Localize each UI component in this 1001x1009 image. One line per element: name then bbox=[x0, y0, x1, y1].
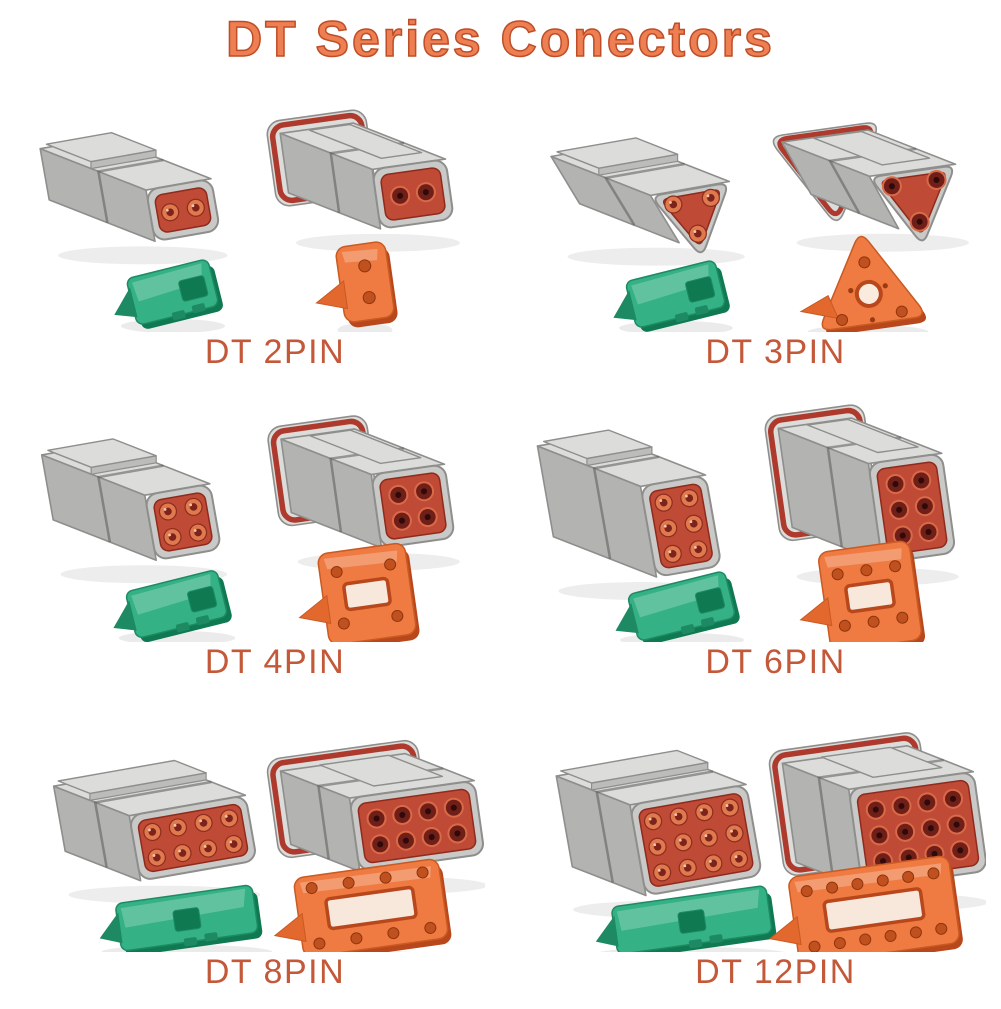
page-title: DT Series Conectors bbox=[225, 10, 775, 68]
product-cell-4pin: DT 4PIN bbox=[0, 380, 500, 690]
product-cell-3pin: DT 3PIN bbox=[500, 70, 1001, 380]
connector-kit-photo bbox=[554, 732, 986, 952]
product-label: DT 2PIN bbox=[204, 333, 346, 371]
connector-kit-photo bbox=[40, 415, 460, 642]
product-label: DT 12PIN bbox=[695, 953, 856, 991]
product-label: DT 8PIN bbox=[204, 953, 346, 991]
connector-kit-photo bbox=[536, 404, 959, 642]
product-cell-8pin: DT 8PIN bbox=[0, 690, 500, 1000]
product-collage: DT Series Conectors DT 2PIN DT 3PIN DT 4… bbox=[0, 8, 1001, 1009]
product-cell-6pin: DT 6PIN bbox=[500, 380, 1001, 690]
connector-kit-photo bbox=[52, 739, 485, 952]
product-label: DT 4PIN bbox=[204, 643, 346, 681]
product-cell-12pin: DT 12PIN bbox=[500, 690, 1001, 1000]
connector-kit-photo bbox=[549, 122, 969, 332]
connector-kit-photo bbox=[39, 109, 460, 332]
product-grid: DT 2PIN DT 3PIN DT 4PIN DT 6PIN DT 8PIN … bbox=[0, 70, 1001, 1000]
product-label: DT 6PIN bbox=[705, 643, 846, 681]
product-label: DT 3PIN bbox=[705, 333, 846, 371]
product-cell-2pin: DT 2PIN bbox=[0, 70, 500, 380]
